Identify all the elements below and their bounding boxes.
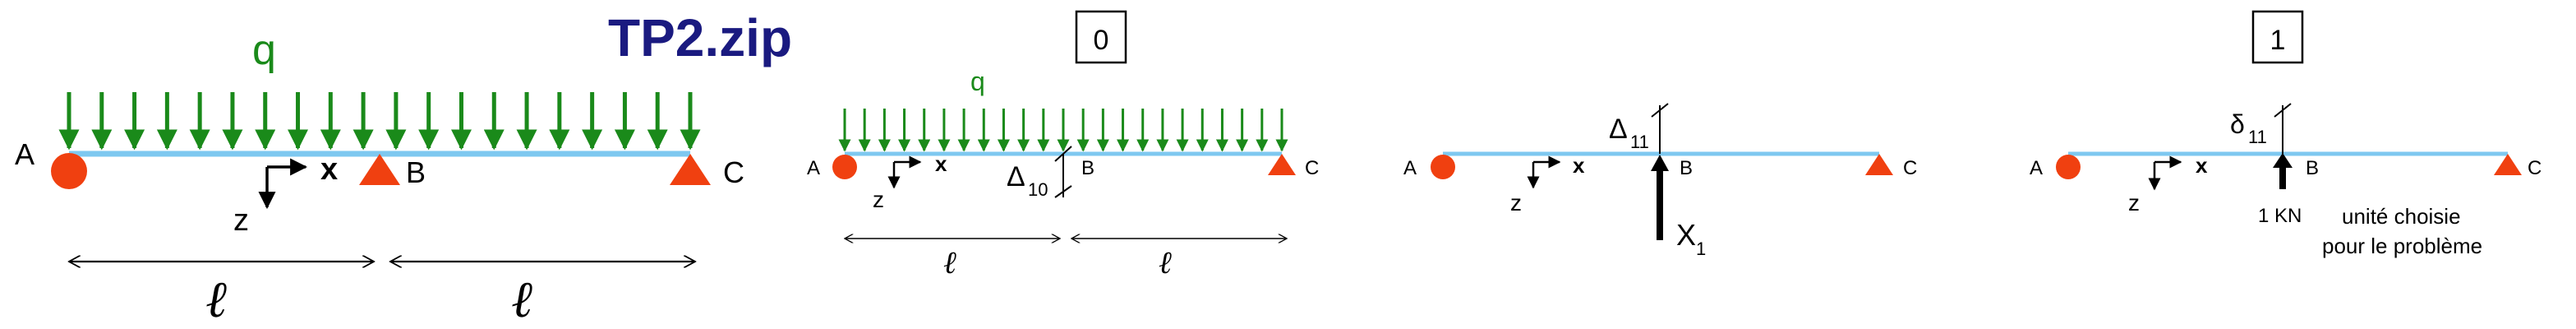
page-title: TP2.zip: [608, 8, 792, 67]
displacement-marker-state-x1: [1651, 103, 1669, 154]
panel-state-1: 1 A B C x z δ 11 1 KN unité choisie pour…: [2030, 10, 2541, 258]
axis-label-z-state-0: z: [873, 187, 884, 212]
axis-triad-main: [258, 158, 308, 210]
axis-label-z-main: z: [233, 203, 249, 238]
node-label-b-state-0: B: [1081, 157, 1094, 179]
node-label-c-state-x1: C: [1903, 157, 1917, 179]
axis-triad-state-x1: [1527, 155, 1561, 189]
delta-subscript-state-x1: 11: [1630, 132, 1649, 152]
roller-support-b-main: [359, 154, 400, 185]
state-box-label-1: 1: [2270, 25, 2286, 56]
note-line1-state-1: unité choisie: [2342, 204, 2461, 229]
roller-support-c-state-x1: [1865, 154, 1893, 175]
node-label-a-state-1: A: [2030, 157, 2043, 179]
note-line2-state-1: pour le problème: [2322, 234, 2482, 258]
node-label-a-state-0: A: [807, 157, 820, 179]
length-label-right-state-0: ℓ: [1159, 246, 1172, 280]
node-label-a-state-x1: A: [1403, 157, 1417, 179]
roller-support-c-state-0: [1268, 154, 1296, 175]
panel-main-beam: q A B C x z ℓ ℓ: [15, 26, 744, 328]
unit-force-label-state-1: 1 KN: [2258, 205, 2302, 227]
pin-support-a-state-1: [2056, 155, 2081, 179]
axis-triad-state-0: [887, 155, 922, 189]
distributed-load-main: [58, 92, 701, 151]
delta-symbol-state-1: δ: [2230, 109, 2245, 139]
delta-symbol-state-x1: Δ: [1609, 114, 1628, 145]
axis-label-x-main: x: [320, 152, 338, 187]
node-label-c-state-1: C: [2528, 157, 2541, 179]
pin-support-a-state-x1: [1431, 155, 1455, 179]
axis-label-z-state-1: z: [2128, 190, 2140, 215]
node-label-b-state-x1: B: [1680, 157, 1693, 179]
unit-force-arrow-state-1: [2273, 153, 2293, 189]
node-label-b-main: B: [406, 155, 426, 189]
node-label-b-state-1: B: [2306, 157, 2319, 179]
distributed-load-state-0: [838, 109, 1288, 152]
displacement-marker-state-0: [1054, 146, 1072, 198]
node-label-a-main: A: [15, 137, 35, 171]
delta-subscript-state-1: 11: [2248, 127, 2267, 147]
panel-state-x1: A B C x z Δ 11 X 1: [1403, 103, 1917, 259]
roller-support-c-main: [670, 154, 711, 185]
delta-subscript-state-0: 10: [1028, 179, 1048, 200]
length-label-right-main: ℓ: [511, 272, 532, 328]
state-box-1: [2251, 10, 2304, 64]
length-label-left-main: ℓ: [205, 272, 227, 328]
axis-triad-state-1: [2148, 155, 2182, 191]
force-symbol-state-x1: X: [1676, 218, 1696, 252]
length-label-left-state-0: ℓ: [943, 246, 956, 280]
pin-support-a-state-0: [832, 155, 857, 179]
displacement-marker-state-1: [2274, 103, 2292, 154]
roller-support-c-state-1: [2494, 154, 2522, 175]
node-label-c-state-0: C: [1305, 157, 1319, 179]
state-box-0: [1075, 10, 1127, 64]
load-label-state-0: q: [970, 67, 985, 96]
axis-label-z-state-x1: z: [1510, 190, 1522, 215]
redundant-force-arrow-state-x1: [1651, 155, 1669, 240]
load-label-main: q: [252, 26, 276, 74]
pin-support-a-main: [51, 153, 87, 189]
axis-label-x-state-x1: x: [1573, 153, 1585, 178]
state-box-label-0: 0: [1094, 25, 1109, 56]
delta-symbol-state-0: Δ: [1007, 161, 1025, 192]
axis-label-x-state-0: x: [935, 151, 947, 176]
force-subscript-state-x1: 1: [1696, 239, 1706, 259]
axis-label-x-state-1: x: [2196, 153, 2208, 178]
node-label-c-main: C: [723, 155, 744, 189]
panel-state-0: 0 q A B C x z Δ 10 ℓ ℓ: [807, 10, 1319, 280]
